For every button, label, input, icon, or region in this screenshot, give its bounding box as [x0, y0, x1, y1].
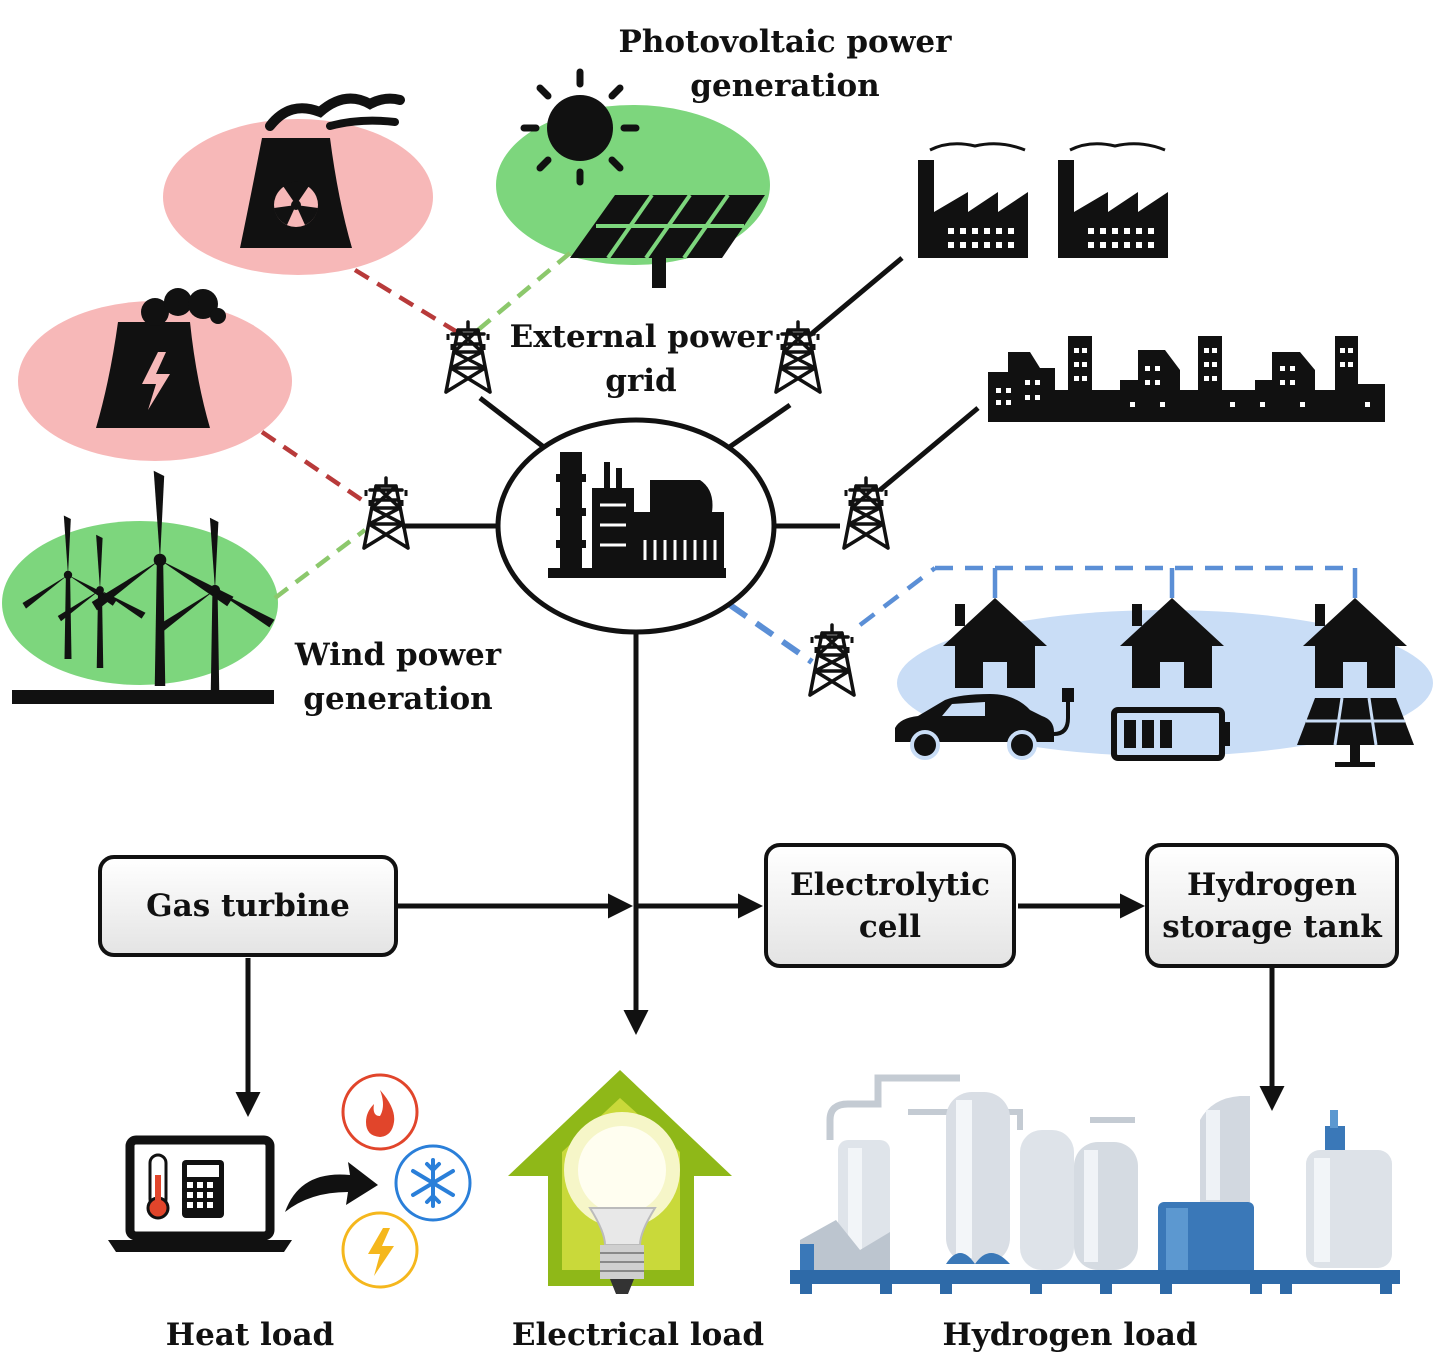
wind-label-line1: Wind power [294, 637, 502, 673]
external-grid-label-line1: External power [509, 319, 773, 355]
light-bulb-house-icon [508, 1070, 732, 1294]
hydrogen-tanks-icon [790, 1074, 1400, 1294]
electrical-load-label: Electrical load [511, 1317, 765, 1353]
hydrogen-tank-box: Hydrogen storage tank [1145, 843, 1399, 968]
wind-label: Wind power generation [278, 633, 518, 721]
hydrogen-tank-label-line1: Hydrogen [1187, 866, 1357, 903]
external-grid-label-line2: grid [605, 363, 677, 399]
wind-label-line2: generation [303, 681, 493, 717]
gas-turbine-box: Gas turbine [98, 855, 398, 957]
electrolytic-cell-label-line1: Electrolytic [789, 866, 991, 903]
photovoltaic-label: Photovoltaic power generation [595, 20, 975, 108]
flame-icon [341, 1073, 419, 1151]
hydrogen-load-label: Hydrogen load [942, 1317, 1198, 1353]
thermal-plant-icon [96, 288, 226, 428]
thermostat-laptop-icon [108, 1135, 378, 1252]
photovoltaic-label-line2: generation [690, 68, 880, 104]
solar-panel-icon [570, 193, 765, 288]
hydrogen-tank-label-line2: storage tank [1162, 908, 1382, 945]
gas-turbine-label: Gas turbine [146, 888, 350, 924]
power-plant-hub-icon [548, 452, 726, 578]
electrolytic-cell-label-line2: cell [858, 908, 922, 945]
factory-icon [918, 142, 1168, 258]
electrolytic-cell-box: Electrolytic cell [764, 843, 1016, 968]
external-grid-label: External power grid [498, 315, 784, 403]
sun-icon [520, 68, 640, 186]
photovoltaic-label-line1: Photovoltaic power [618, 24, 952, 60]
heat-load-label: Heat load [165, 1317, 335, 1353]
nuclear-plant-icon [240, 93, 405, 248]
wind-turbine-icon [12, 470, 275, 704]
electric-car-icon [895, 688, 1074, 760]
lightning-icon [341, 1211, 419, 1289]
solar-panel-icon [1297, 697, 1414, 767]
city-icon [988, 336, 1385, 422]
battery-icon [1111, 707, 1230, 761]
snowflake-icon [394, 1144, 472, 1222]
